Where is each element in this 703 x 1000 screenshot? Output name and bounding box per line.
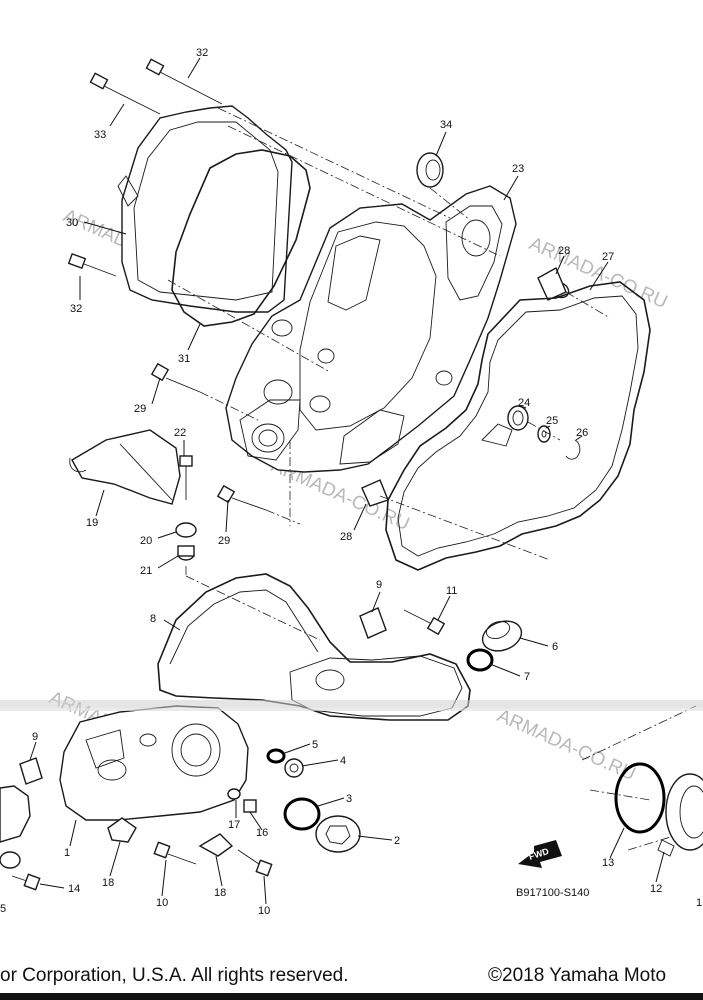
- callout-8: 8: [150, 613, 156, 625]
- callout-29: 29: [134, 403, 146, 415]
- callout-28: 28: [558, 245, 570, 257]
- circlip-26: [565, 439, 581, 460]
- washer-17: [227, 788, 241, 800]
- bolt-10-right: [237, 849, 273, 877]
- callout-17: 17: [228, 819, 240, 831]
- callout-33: 33: [94, 129, 106, 141]
- callout-27: 27: [602, 251, 614, 263]
- bolt-10-left: [153, 841, 197, 865]
- bolt-14: [11, 873, 41, 891]
- callout-20: 20: [140, 535, 152, 547]
- footer: or Corporation, U.S.A. All rights reserv…: [0, 965, 703, 1000]
- footer-copyright: ©2018 Yamaha Moto: [488, 965, 666, 986]
- callout-16: 16: [256, 827, 268, 839]
- collar-21: [177, 545, 195, 561]
- lower-cover-assembly: FWD: [0, 573, 703, 891]
- o-ring-13: [614, 762, 666, 834]
- callout-4: 4: [340, 755, 346, 767]
- dowel-28-lower: [361, 479, 389, 507]
- callout-23: 23: [512, 163, 524, 175]
- o-ring-5: [266, 748, 286, 764]
- bolt-32-left: [67, 253, 117, 277]
- callout-13: 13: [602, 857, 614, 869]
- crankcase-gasket-27-inner: [397, 295, 639, 557]
- callout-18: 18: [102, 877, 114, 889]
- footer-rights: or Corporation, U.S.A. All rights reserv…: [0, 965, 348, 986]
- callout-10: 10: [156, 897, 168, 909]
- callout-6: 6: [552, 641, 558, 653]
- washer-left: [0, 851, 21, 869]
- bolt-29-lower: [216, 484, 267, 511]
- bolt-33: [89, 72, 161, 115]
- callout-18: 18: [214, 887, 226, 899]
- callout-24: 24: [518, 397, 530, 409]
- bolt-11: [403, 609, 446, 636]
- callout-3: 3: [346, 793, 352, 805]
- callout-10: 10: [258, 905, 270, 917]
- oil-seal-34: [416, 152, 444, 188]
- washer-20: [175, 522, 197, 538]
- bracket-18-right: [198, 833, 234, 857]
- callout-2: 2: [394, 835, 400, 847]
- callout-28: 28: [340, 531, 352, 543]
- gasket-31: [171, 149, 311, 327]
- scan-noise-band: [0, 700, 703, 708]
- leader-lines: [29, 57, 665, 905]
- callout-1-partial: 1: [696, 897, 702, 909]
- callout-26: 26: [576, 427, 588, 439]
- crankcase-gasket-27: [385, 281, 651, 571]
- drain-plug-2: [315, 815, 361, 853]
- callout-11: 11: [446, 585, 457, 597]
- forward-direction-marker: FWD: [518, 840, 562, 868]
- o-ring-3: [283, 797, 321, 831]
- top-assembly: [67, 58, 651, 571]
- callout-19: 19: [86, 517, 98, 529]
- o-ring-7: [466, 648, 494, 672]
- callout-31: 31: [178, 353, 190, 365]
- callout-9: 9: [32, 731, 38, 743]
- crankcase-cover-1: [59, 655, 463, 821]
- callout-25: 25: [546, 415, 558, 427]
- oil-seal-24: [507, 405, 529, 431]
- clutch-cover-12: [657, 773, 703, 857]
- assembly-guide-lines: [167, 107, 701, 851]
- callout-21: 21: [140, 565, 152, 577]
- filler-cap-6: [481, 620, 523, 652]
- callout-5: 5: [312, 739, 318, 751]
- bolt-22: [179, 455, 193, 500]
- bolt-32-top: [145, 58, 223, 105]
- callout-12: 12: [650, 883, 662, 895]
- callout-14: 14: [68, 883, 80, 895]
- callout-7: 7: [524, 671, 530, 683]
- clutch-cover-30: [117, 105, 293, 313]
- diagram-code: B917100-S140: [516, 887, 589, 899]
- callout-1: 1: [64, 847, 70, 859]
- dowel-28-upper: [537, 267, 570, 301]
- watermark: ARMADA-CO.RU: [494, 705, 639, 785]
- dowel-9-left: [19, 757, 43, 785]
- crankcase-23: [225, 185, 517, 473]
- callout-labels: 32 33 34 23 30 32 28 27 31 29 24 25 26 2…: [0, 47, 702, 917]
- bolt-16: [243, 799, 257, 813]
- callout-15-partial: 5: [0, 903, 6, 915]
- chain-guide-19: [69, 429, 181, 505]
- footer-bar: [0, 993, 703, 1000]
- callout-34: 34: [440, 119, 452, 131]
- plug-4: [284, 758, 304, 778]
- callout-29: 29: [218, 535, 230, 547]
- callout-32: 32: [196, 47, 208, 59]
- callout-30: 30: [66, 217, 78, 229]
- callout-22: 22: [174, 427, 186, 439]
- bolt-29-upper: [150, 362, 201, 393]
- cover-left-partial: [0, 785, 31, 843]
- bracket-18-left: [107, 817, 137, 843]
- callout-32: 32: [70, 303, 82, 315]
- callout-9: 9: [376, 579, 382, 591]
- cover-gasket-8: [157, 573, 471, 721]
- dowel-9-upper: [359, 607, 387, 639]
